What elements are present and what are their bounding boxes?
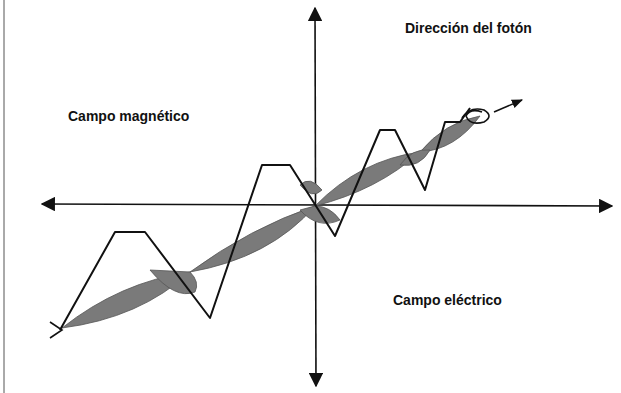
wave-tail bbox=[50, 322, 62, 338]
frame-line bbox=[4, 0, 5, 393]
vertical-axis bbox=[315, 8, 316, 386]
field-label: Campo magnético bbox=[68, 108, 189, 124]
axis-label: Dirección del fotón bbox=[405, 20, 532, 36]
horizontal-axis bbox=[42, 204, 612, 206]
photon-direction-arrow bbox=[494, 100, 522, 112]
photon-symbol bbox=[462, 109, 489, 123]
field-label: Campo eléctrico bbox=[393, 292, 502, 308]
